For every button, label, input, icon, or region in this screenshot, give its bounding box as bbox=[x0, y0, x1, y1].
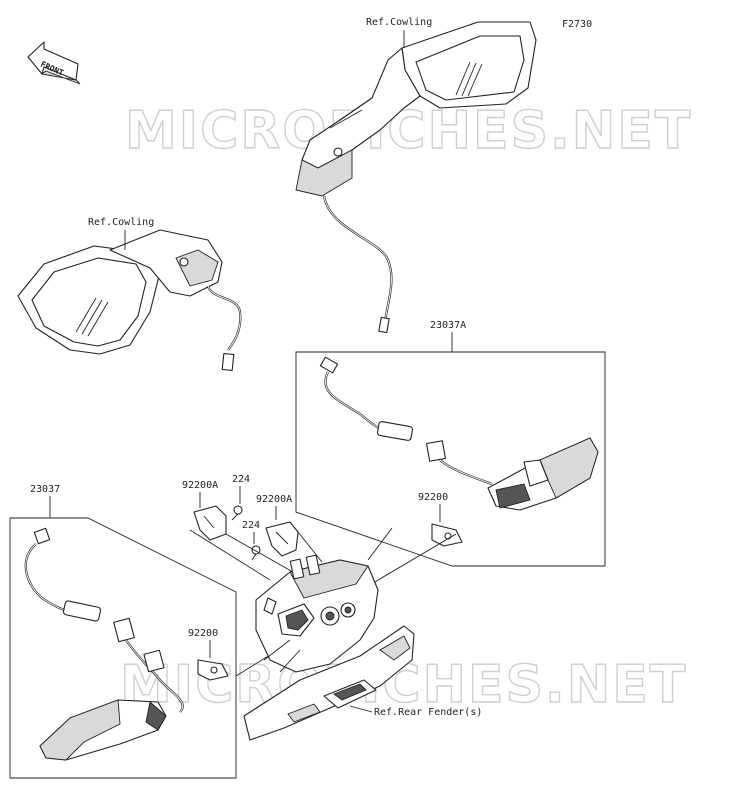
watermark-top: MICROFICHES.NET bbox=[125, 101, 692, 161]
box-23037A bbox=[295, 351, 606, 567]
front-arrow-icon: FRONT bbox=[27, 41, 81, 85]
leader-ref-rear-fender bbox=[349, 705, 373, 713]
callout-92200A-1: 92200A bbox=[182, 480, 218, 491]
callout-23037: 23037 bbox=[30, 484, 60, 495]
left-mirror bbox=[17, 229, 242, 372]
callout-92200-left: 92200 bbox=[188, 628, 218, 639]
box-23037 bbox=[9, 517, 237, 779]
callout-ref-cowling-right: Ref.Cowling bbox=[366, 17, 432, 28]
callout-ref-cowling-left: Ref.Cowling bbox=[88, 217, 154, 228]
callout-92200-right: 92200 bbox=[418, 492, 448, 503]
callout-92200A-2: 92200A bbox=[256, 494, 292, 505]
callout-ref-rear-fender: Ref.Rear Fender(s) bbox=[374, 707, 482, 718]
diagram-code: F2730 bbox=[562, 19, 592, 30]
left-turn-signal bbox=[24, 527, 184, 761]
right-turn-signal bbox=[319, 356, 599, 511]
callout-224-2: 224 bbox=[242, 520, 260, 531]
bracket-92200A-2 bbox=[265, 521, 299, 557]
rear-fender-assembly bbox=[243, 554, 415, 741]
callout-23037A: 23037A bbox=[430, 320, 466, 331]
callout-224-1: 224 bbox=[232, 474, 250, 485]
screw-224-1 bbox=[233, 505, 243, 515]
right-mirror bbox=[295, 21, 537, 334]
